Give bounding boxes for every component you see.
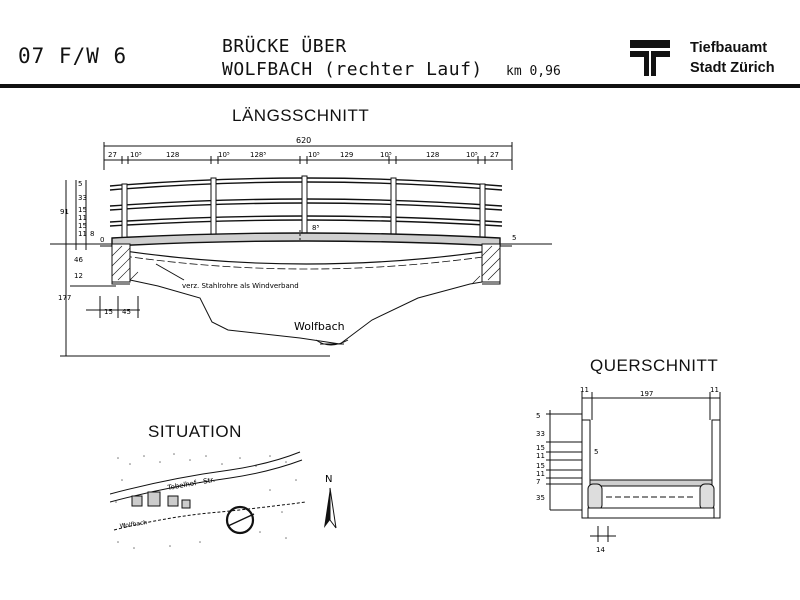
dim-span-9: 128 — [426, 151, 439, 159]
stream-label: Wolfbach — [294, 320, 345, 333]
cross-dim-8: 35 — [536, 494, 545, 502]
dim-lower-1: 46 — [74, 256, 83, 264]
dim-left-8: 0 — [100, 236, 104, 244]
dim-left-total: 91 — [60, 208, 69, 216]
cross-dim-4: 11 — [536, 452, 545, 460]
situation-map: Tobelhof - Str. Wolfbach — [110, 451, 307, 549]
drawing-code: 07 F/W 6 — [18, 44, 128, 68]
heading-querschnitt: QUERSCHNITT — [590, 356, 719, 375]
mark-b: 5 — [512, 234, 516, 242]
dim-span-11: 27 — [490, 151, 499, 159]
dim-left-4: 11 — [78, 214, 87, 222]
dim-left-6: 11 — [78, 230, 87, 238]
title-line-1: BRÜCKE ÜBER — [222, 36, 347, 57]
cross-edge-left: 11 — [580, 386, 589, 394]
cross-mark: 5 — [594, 448, 598, 456]
dim-left-7: 8 — [90, 230, 94, 238]
cross-dim-6: 11 — [536, 470, 545, 478]
north-label: N — [325, 474, 332, 485]
cross-bottom-dim: 14 — [596, 546, 605, 554]
heading-laengsschnitt: LÄNGSSCHNITT — [232, 106, 370, 125]
span-ticks — [121, 156, 486, 164]
header-rule — [0, 84, 800, 88]
note-steel-rods: verz. Stahlrohre als Windverband — [182, 282, 299, 290]
dim-bottom-2: 45 — [122, 308, 131, 316]
dim-overall-height: 177 — [58, 294, 71, 302]
kilometer-marker: km 0,96 — [506, 64, 561, 79]
org-name-line-2: Stadt Zürich — [690, 60, 775, 76]
map-stream-label: Wolfbach — [119, 519, 148, 530]
dim-total-width: 620 — [296, 136, 311, 145]
cross-dim-7: 7 — [536, 478, 540, 486]
cross-edge-right: 11 — [710, 386, 719, 394]
title-line-2: WOLFBACH (rechter Lauf) — [222, 59, 483, 80]
dim-left-1: 5 — [78, 180, 82, 188]
heading-situation: SITUATION — [148, 422, 242, 441]
org-name-line-1: Tiefbauamt — [690, 40, 768, 56]
dim-span-6: 10⁵ — [308, 151, 320, 159]
cross-dim-2: 33 — [536, 430, 545, 438]
cross-dim-5: 15 — [536, 462, 545, 470]
cross-dim-3: 15 — [536, 444, 545, 452]
dim-left-2: 33 — [78, 194, 87, 202]
north-arrow-icon: N — [324, 474, 337, 529]
dim-left-5: 15 — [78, 222, 87, 230]
dim-span-7: 129 — [340, 151, 353, 159]
dim-span-5: 128⁵ — [250, 151, 266, 159]
dim-bottom-1: 15 — [104, 308, 113, 316]
map-street-label: Tobelhof - Str. — [166, 476, 216, 492]
tiefbauamt-logo-icon — [628, 38, 672, 78]
dim-left-3: 15 — [78, 206, 87, 214]
dim-span-8: 10⁵ — [380, 151, 392, 159]
mark-a: 8⁵ — [312, 224, 319, 232]
cross-left-ticks — [546, 413, 582, 485]
dim-lower-2: 12 — [74, 272, 83, 280]
dim-span-2: 10⁵ — [130, 151, 142, 159]
cross-width: 197 — [640, 390, 653, 398]
cross-section-drawing: 197 11 11 5 33 15 11 15 11 7 35 5 14 — [536, 386, 721, 554]
dim-span-1: 27 — [108, 151, 117, 159]
dim-span-4: 10⁵ — [218, 151, 230, 159]
dim-span-3: 128 — [166, 151, 179, 159]
cross-dim-1: 5 — [536, 412, 540, 420]
dim-span-10: 10⁵ — [466, 151, 478, 159]
